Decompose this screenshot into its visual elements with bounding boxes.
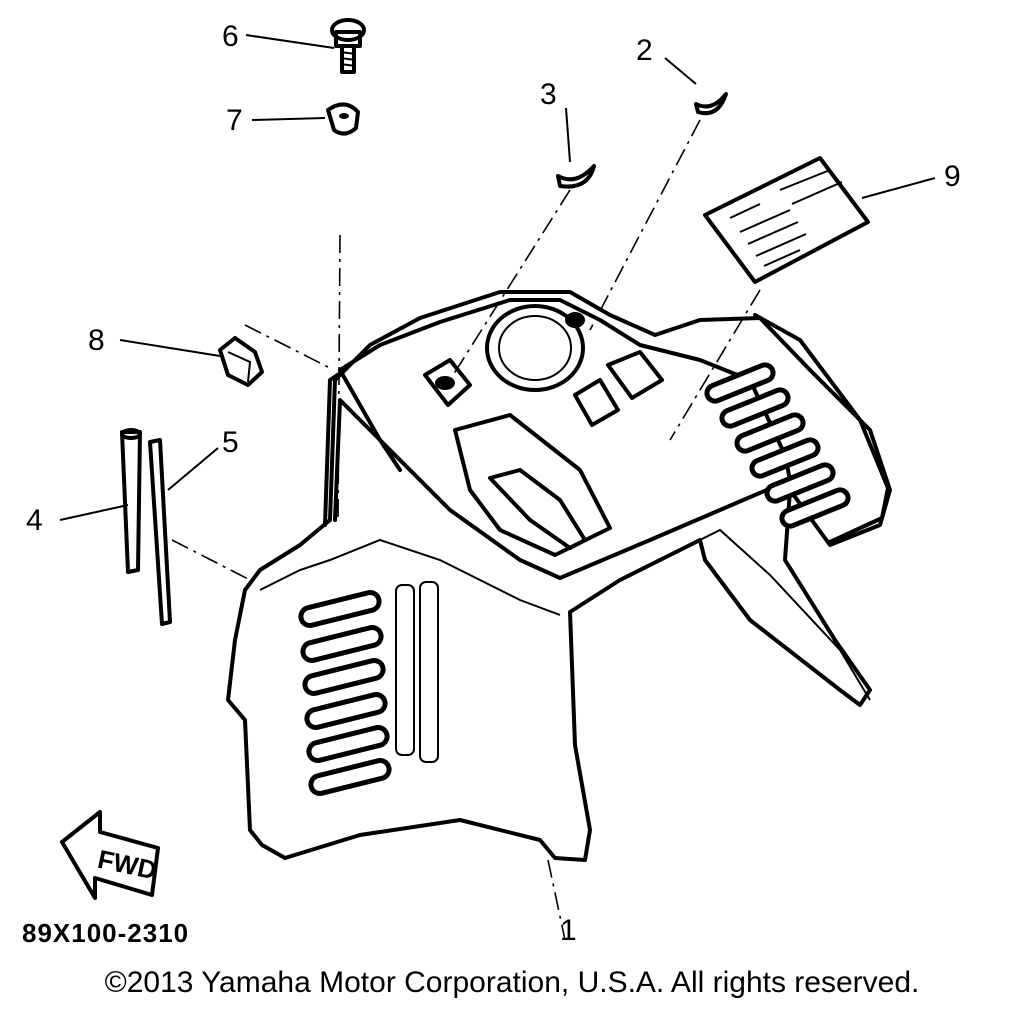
callout-6: 6 — [222, 20, 239, 53]
callout-4: 4 — [26, 504, 43, 537]
callout-1: 1 — [560, 914, 577, 947]
clip-part-2 — [694, 92, 728, 116]
drawing-code: 89X100-2310 — [22, 918, 189, 948]
copyright-notice: ©2013 Yamaha Motor Corporation, U.S.A. A… — [104, 966, 920, 999]
callout-7: 7 — [226, 104, 243, 137]
rod-part-4 — [120, 428, 142, 574]
forward-arrow-icon: FWD — [60, 810, 160, 900]
callout-9: 9 — [944, 160, 961, 193]
left-louvers — [298, 581, 439, 796]
grommet-part — [326, 102, 360, 136]
callout-2: 2 — [636, 34, 653, 67]
callout-3: 3 — [540, 78, 557, 111]
clip-part-3 — [556, 164, 596, 189]
bolt-part — [330, 18, 366, 74]
rod-part-5 — [148, 438, 172, 626]
nut-part — [218, 336, 264, 387]
leader-lines — [59, 34, 936, 941]
label-plate — [703, 156, 870, 284]
right-louvers — [704, 362, 851, 529]
callout-8: 8 — [88, 324, 105, 357]
callout-5: 5 — [222, 426, 239, 459]
